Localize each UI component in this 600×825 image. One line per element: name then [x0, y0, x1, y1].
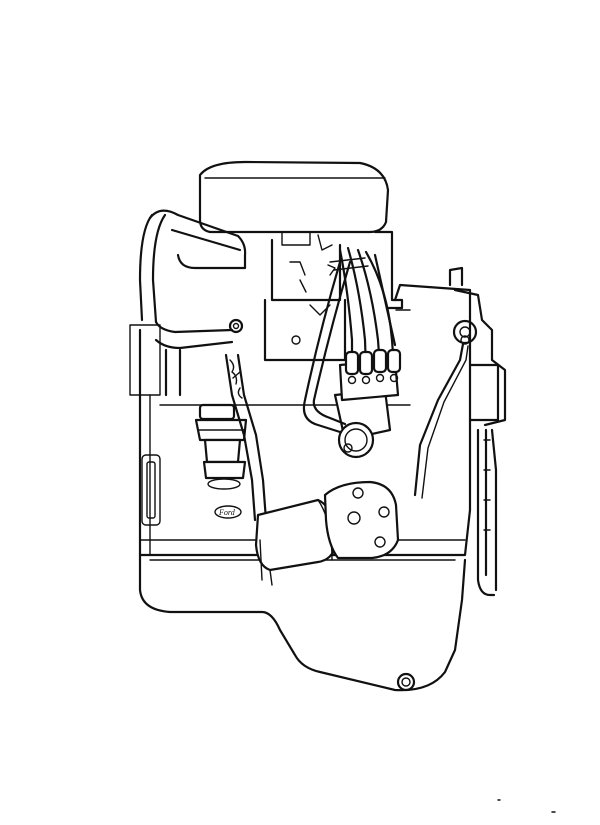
spark-plug-boots [344, 348, 402, 385]
spark-plug-wires [302, 246, 397, 434]
front-cover [448, 266, 507, 427]
fuel-line [224, 353, 268, 522]
ford-logo-text: Ford [218, 508, 236, 517]
page-marks [497, 799, 556, 813]
air-cleaner [198, 160, 390, 234]
carburetor [263, 231, 347, 362]
oil-pan [138, 553, 467, 692]
oil-dipstick [413, 335, 470, 499]
heater-hose [154, 318, 244, 397]
upper-radiator-hose [138, 209, 247, 324]
drain-plug [396, 672, 416, 692]
ford-logo: Ford [214, 505, 242, 519]
fan-belt [476, 428, 498, 597]
starter-motor [254, 480, 400, 586]
fuel-pump [194, 403, 248, 490]
ignition-coil [373, 230, 411, 311]
